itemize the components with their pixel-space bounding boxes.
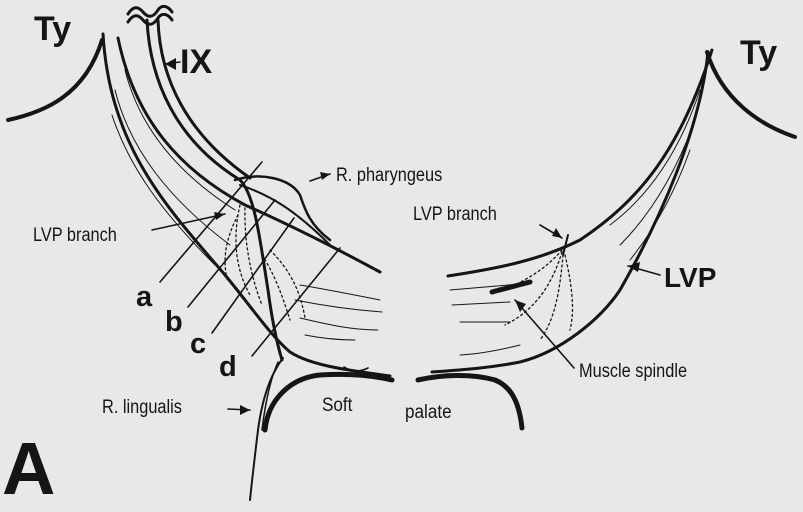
label-ty-right: Ty (740, 36, 777, 70)
label-section-c: c (190, 330, 206, 359)
label-r-pharyngeus: R. pharyngeus (336, 166, 442, 185)
label-soft: Soft (322, 396, 352, 415)
muscle-spindle-mark (492, 282, 530, 292)
label-ix: IX (180, 45, 212, 79)
label-r-lingualis: R. lingualis (102, 398, 182, 417)
label-lvp-branch-right: LVP branch (413, 205, 497, 224)
label-ty-left: Ty (34, 12, 71, 46)
label-lvp-branch-left: LVP branch (33, 226, 117, 245)
ty-left-curve (8, 40, 102, 120)
panel-label: A (2, 432, 55, 506)
lvp-right-inner (448, 50, 712, 276)
label-section-b: b (165, 308, 183, 337)
label-muscle-spindle: Muscle spindle (579, 362, 687, 381)
label-palate: palate (405, 403, 452, 422)
label-lvp: LVP (664, 264, 716, 292)
label-section-a: a (136, 283, 152, 312)
label-section-d: d (219, 353, 237, 382)
